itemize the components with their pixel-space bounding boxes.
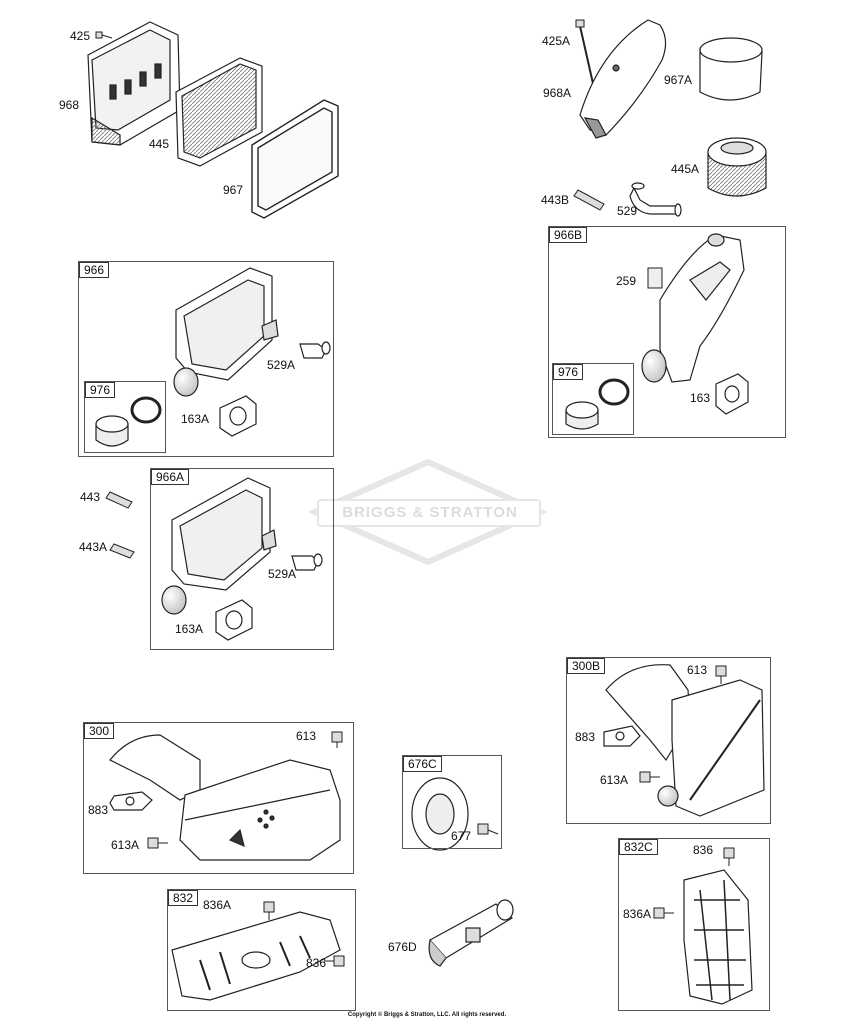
group-box-832c [618, 838, 770, 1011]
pre-cleaner-967a [699, 37, 763, 101]
part-label-425a: 425A [542, 34, 571, 48]
part-label-425: 425 [70, 29, 91, 43]
intake-tube-966b [641, 349, 667, 383]
part-label-163: 163 [690, 391, 711, 405]
part-label-445a: 445A [671, 162, 700, 176]
air-filter-967 [251, 99, 339, 219]
guard-832c [683, 869, 753, 1005]
elbow-529a-1 [299, 341, 331, 359]
group-box-966b [548, 226, 786, 438]
screw-613-2 [715, 665, 727, 684]
part-label-163a-2: 163A [175, 622, 204, 636]
screw-836-1 [324, 955, 345, 967]
screw-443a [109, 543, 135, 559]
deflector-676d [428, 899, 514, 967]
part-label-613a-2: 613A [600, 773, 629, 787]
part-label-613-1: 613 [296, 729, 317, 743]
elbow-529a-2 [291, 553, 323, 571]
part-label-443: 443 [80, 490, 101, 504]
clamp-filter-976b [565, 378, 630, 430]
screw-613a-2 [639, 771, 660, 783]
part-label-676d: 676D [388, 940, 417, 954]
group-tag-300b: 300B [567, 658, 606, 674]
group-box-976b [552, 363, 634, 435]
part-label-883-2: 883 [575, 730, 596, 744]
group-tag-966a: 966A [151, 469, 190, 485]
group-tag-832c: 832C [619, 839, 658, 855]
pre-cleaner-445 [175, 57, 263, 167]
group-box-676c [402, 755, 502, 849]
part-label-836a-2: 836A [623, 907, 652, 921]
guard-832 [171, 911, 341, 1001]
part-label-163a-1: 163A [181, 412, 210, 426]
elbow-tube-529 [629, 182, 682, 217]
screw-443 [105, 491, 133, 509]
screw-613-1 [331, 731, 343, 748]
part-label-445: 445 [149, 137, 170, 151]
screw-425a [575, 19, 595, 89]
gasket-883-2 [603, 725, 641, 747]
part-label-883-1: 883 [88, 803, 109, 817]
screw-836a-2 [653, 907, 674, 919]
flange-676c [411, 777, 469, 851]
part-label-967a: 967A [664, 73, 693, 87]
watermark-text: BRIGGS & STRATTON [342, 504, 518, 521]
group-box-966 [78, 261, 334, 457]
muffler-300b [605, 664, 765, 817]
screw-443b [573, 189, 605, 211]
group-box-300 [83, 722, 354, 874]
gasket-163a-2 [215, 599, 253, 641]
air-cleaner-base-966a [171, 477, 277, 591]
group-tag-966: 966 [79, 262, 110, 278]
gasket-163a-1 [219, 395, 257, 437]
screw-425 [95, 31, 113, 39]
screw-836-2 [723, 847, 735, 866]
clip-259 [647, 267, 663, 289]
screw-677 [477, 823, 499, 835]
copyright-notice: Copyright © Briggs & Stratton, LLC. All … [347, 1012, 507, 1018]
part-label-836-1: 836 [306, 956, 327, 970]
part-label-443a: 443A [79, 540, 108, 554]
part-label-613-2: 613 [687, 663, 708, 677]
air-cleaner-base-966b [659, 233, 745, 383]
group-tag-966b: 966B [549, 227, 588, 243]
muffler-300 [109, 734, 341, 861]
air-cleaner-base-968 [87, 21, 181, 146]
part-label-529a-1: 529A [267, 358, 296, 372]
group-box-976a [84, 381, 166, 453]
part-label-836a-1: 836A [203, 898, 232, 912]
part-label-443b: 443B [541, 193, 570, 207]
group-box-832 [167, 889, 356, 1011]
watermark-logo [307, 458, 548, 566]
part-label-967: 967 [223, 183, 244, 197]
part-label-529a-2: 529A [268, 567, 297, 581]
group-box-966a [150, 468, 334, 650]
gasket-163 [715, 373, 749, 415]
cover-968a [579, 19, 667, 139]
part-label-677: 677 [451, 829, 472, 843]
part-label-968: 968 [59, 98, 80, 112]
intake-tube-966 [173, 367, 199, 397]
part-label-613a-1: 613A [111, 838, 140, 852]
intake-tube-966a [161, 585, 187, 615]
part-label-836-2: 836 [693, 843, 714, 857]
group-tag-832: 832 [168, 890, 199, 906]
clamp-filter-976a [95, 396, 162, 447]
gasket-883-1 [109, 791, 153, 811]
group-tag-976b: 976 [553, 364, 584, 380]
screw-836a-1 [263, 901, 275, 920]
screw-613a-1 [147, 837, 168, 849]
group-tag-676c: 676C [403, 756, 442, 772]
air-filter-445a [707, 137, 767, 197]
group-tag-300: 300 [84, 723, 115, 739]
air-cleaner-base-966 [175, 267, 279, 381]
part-label-968a: 968A [543, 86, 572, 100]
group-box-300b [566, 657, 771, 824]
part-label-529: 529 [617, 204, 638, 218]
part-label-259: 259 [616, 274, 637, 288]
group-tag-976a: 976 [85, 382, 116, 398]
